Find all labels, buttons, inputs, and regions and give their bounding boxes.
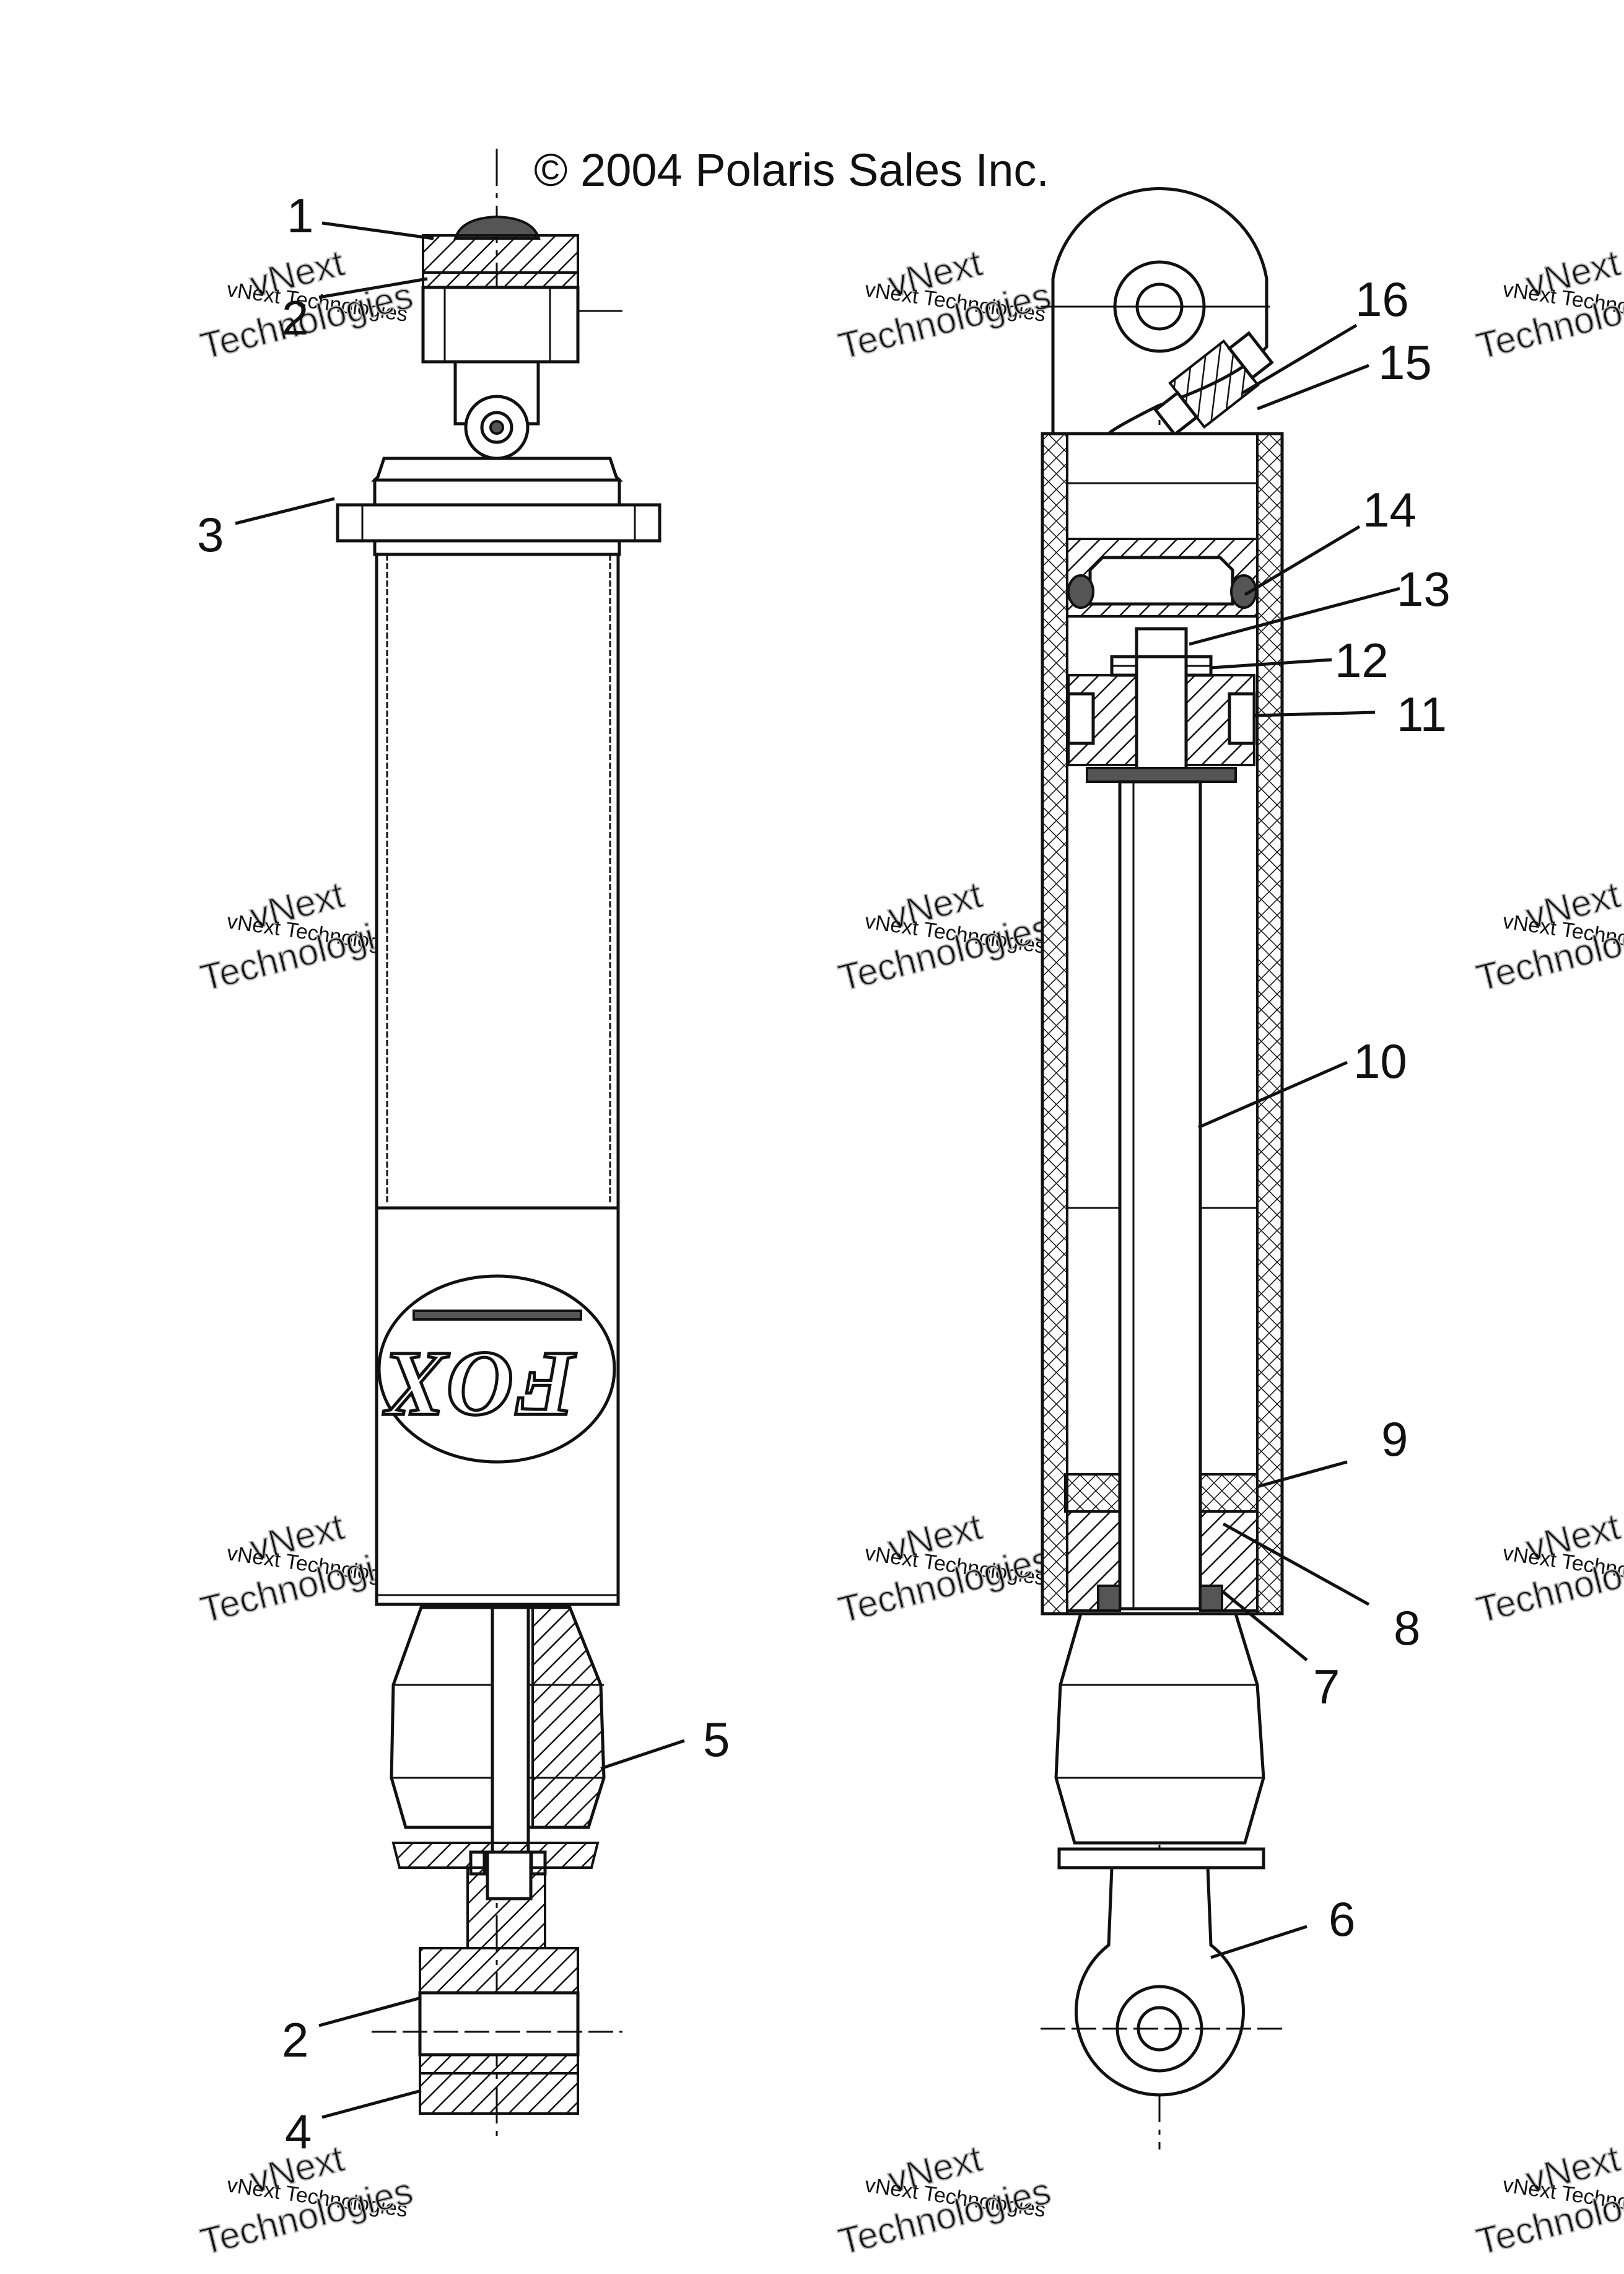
callout-11: 11 bbox=[1397, 687, 1447, 741]
leader-line bbox=[1222, 1522, 1370, 1606]
fox-logo-text: FOX bbox=[383, 1333, 577, 1436]
top-spacer bbox=[422, 271, 579, 289]
top-bushing bbox=[422, 234, 579, 274]
piston-band-right bbox=[1228, 692, 1256, 745]
callout-6: 6 bbox=[1329, 1892, 1355, 1946]
callout-1: 1 bbox=[287, 188, 313, 243]
leader-line bbox=[1257, 364, 1369, 411]
lower-boot-section bbox=[531, 1606, 606, 1829]
right-shock-section bbox=[1041, 187, 1288, 2149]
leader-line bbox=[321, 2089, 422, 2119]
bottom-collar bbox=[1057, 1847, 1265, 1869]
watermark: vNext vNext Technologies Technologies bbox=[1472, 2136, 1624, 2263]
upper-cap bbox=[370, 457, 624, 482]
piston-center bbox=[1135, 655, 1188, 779]
body-wall-right bbox=[1256, 432, 1283, 1615]
top-cap bbox=[453, 215, 541, 240]
watermark: vNext vNext Technologies Technologies bbox=[834, 1505, 1055, 1631]
watermark: vNext vNext Technologies Technologies bbox=[834, 241, 1055, 367]
callout-12: 12 bbox=[1335, 633, 1389, 688]
fox-logo-bar bbox=[413, 1310, 582, 1321]
copyright-text: © 2004 Polaris Sales Inc. bbox=[534, 144, 1049, 196]
leader-line bbox=[1210, 658, 1332, 670]
callout-2-top: 2 bbox=[282, 291, 308, 345]
leader-line bbox=[1241, 323, 1358, 395]
upper-cap-base bbox=[373, 539, 621, 556]
watermark: vNext vNext Technologies Technologies bbox=[1472, 873, 1624, 999]
callout-4: 4 bbox=[285, 2104, 312, 2159]
shim-stack bbox=[1086, 767, 1237, 783]
shaft-thread bbox=[486, 1850, 533, 1900]
callout-9: 9 bbox=[1381, 1412, 1408, 1466]
leader-line bbox=[1189, 587, 1400, 646]
reservoir-valve bbox=[1153, 331, 1274, 437]
bottom-spacer bbox=[418, 1991, 580, 2057]
callout-15: 15 bbox=[1378, 335, 1432, 390]
leader-line bbox=[1197, 1060, 1348, 1129]
leader-line bbox=[235, 497, 335, 525]
callout-labels: 1 2 3 5 2 4 16 15 14 13 12 11 10 9 8 7 6 bbox=[197, 188, 1451, 2159]
body-wall-left bbox=[1041, 432, 1068, 1615]
leader-line bbox=[1222, 1591, 1308, 1661]
leader-line bbox=[1257, 1460, 1348, 1489]
leader-line bbox=[600, 1739, 685, 1770]
watermark: vNext vNext Technologies Technologies bbox=[834, 873, 1055, 999]
callout-14: 14 bbox=[1363, 483, 1417, 537]
leader-line bbox=[318, 277, 428, 299]
ifp-oring-right bbox=[1230, 574, 1257, 609]
shaft-seal-right bbox=[1199, 1585, 1223, 1612]
callout-5: 5 bbox=[703, 1712, 730, 1767]
bottom-bushing-top bbox=[419, 1947, 579, 1994]
callout-13: 13 bbox=[1397, 562, 1451, 616]
leader-line bbox=[1244, 525, 1361, 597]
left-shock-view: FOX bbox=[336, 149, 661, 2143]
shaft-nut bbox=[1135, 627, 1188, 658]
fox-logo-oval bbox=[377, 1274, 616, 1464]
callout-16: 16 bbox=[1355, 272, 1409, 326]
ifp-oring-left bbox=[1067, 574, 1094, 609]
schrader-valve-core bbox=[489, 420, 504, 435]
watermark: vNext vNext Technologies Technologies bbox=[196, 2136, 417, 2263]
watermark: vNext vNext Technologies Technologies bbox=[834, 2136, 1055, 2263]
bottom-bushing-base bbox=[419, 2072, 579, 2115]
leader-line bbox=[318, 1996, 422, 2027]
shaft bbox=[491, 1606, 530, 1869]
seal-head-upper bbox=[1199, 1473, 1259, 1513]
callout-3: 3 bbox=[197, 507, 224, 562]
upper-cap-band bbox=[373, 478, 621, 507]
callout-7: 7 bbox=[1313, 1660, 1340, 1714]
watermark: vNext vNext Technologies Technologies bbox=[1472, 1505, 1624, 1631]
seal-head-upper bbox=[1064, 1473, 1121, 1513]
piston-band-left bbox=[1067, 692, 1095, 745]
preload-collar bbox=[336, 503, 661, 543]
lower-boot bbox=[1054, 1612, 1265, 1845]
bottom-bushing-bottom bbox=[419, 2053, 579, 2075]
top-eye bbox=[421, 286, 580, 364]
watermark: vNext vNext Technologies Technologies bbox=[1472, 241, 1624, 367]
leader-line bbox=[1254, 711, 1376, 717]
leader-lines bbox=[235, 221, 1400, 2119]
floating-piston-cup bbox=[1088, 556, 1234, 606]
damper-shaft bbox=[1118, 780, 1202, 1611]
callout-10: 10 bbox=[1353, 1034, 1407, 1088]
callout-8: 8 bbox=[1394, 1601, 1420, 1655]
leader-line bbox=[1210, 1925, 1307, 1959]
callout-2-bottom: 2 bbox=[282, 2013, 308, 2067]
shaft-seal-left bbox=[1097, 1585, 1121, 1612]
leader-line bbox=[321, 221, 434, 240]
